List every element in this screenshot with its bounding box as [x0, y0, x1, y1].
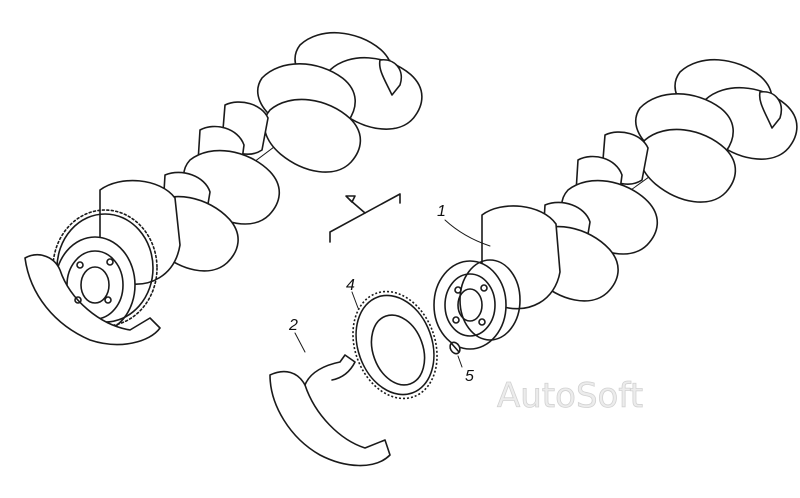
leader-line-4 [351, 291, 359, 309]
callout-4: 4 [346, 277, 355, 294]
crankshaft-assembly-left [24, 14, 433, 346]
callout-1: 1 [437, 203, 446, 220]
watermark-logo: AutoSoft [497, 376, 643, 416]
crankshaft-assembly-right [433, 41, 800, 350]
assembly-direction-leader [329, 193, 401, 243]
main-journal [758, 91, 782, 129]
main-journal [378, 59, 402, 96]
callout-2: 2 [288, 317, 298, 334]
leader-line-5 [457, 355, 463, 368]
pin-part-5 [449, 341, 461, 355]
callout-5: 5 [465, 368, 474, 385]
leader-line-1 [444, 219, 491, 247]
gear-ring-part-4 [352, 290, 438, 400]
fitted-thrust-half-ring [24, 254, 161, 346]
thrust-half-ring-part-2 [269, 370, 391, 467]
leader-line-2 [294, 332, 306, 353]
